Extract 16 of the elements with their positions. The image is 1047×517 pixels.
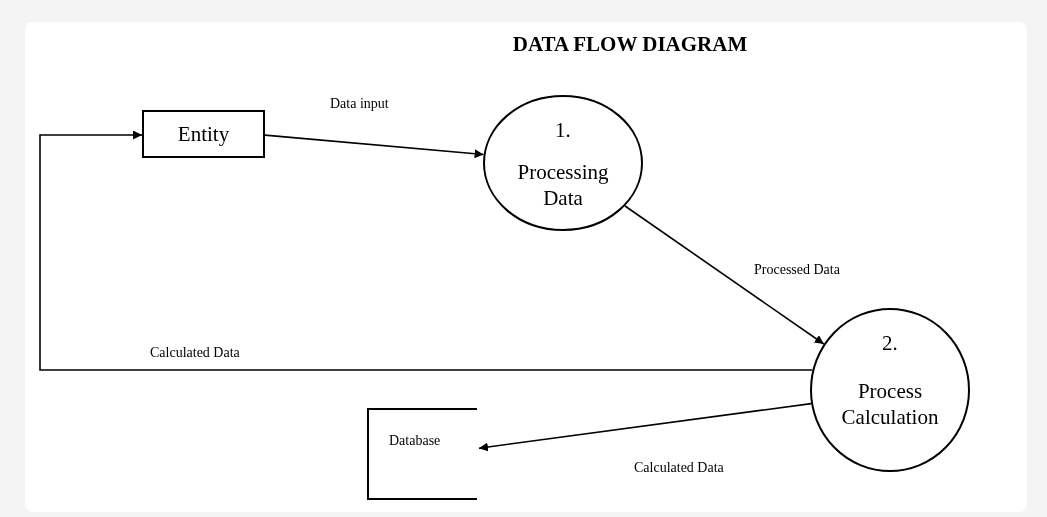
process-circle: [483, 95, 643, 231]
process-number: 1.: [554, 117, 572, 144]
node-label: Process Calculation: [840, 378, 940, 431]
process-number: 2.: [881, 330, 899, 357]
node-label: Entity: [176, 121, 231, 148]
node-label: Processing Data: [516, 159, 610, 212]
process-circle: [810, 308, 970, 472]
entity-box: [142, 110, 265, 158]
arrow: [264, 134, 485, 159]
node-label: Database: [389, 432, 441, 450]
data-store: [367, 408, 479, 500]
diagram-title: DATA FLOW DIAGRAM: [511, 32, 749, 57]
edge-label: Data input: [328, 96, 391, 112]
arrow: [478, 402, 812, 452]
arrow: [39, 130, 814, 371]
arrow: [624, 205, 825, 345]
